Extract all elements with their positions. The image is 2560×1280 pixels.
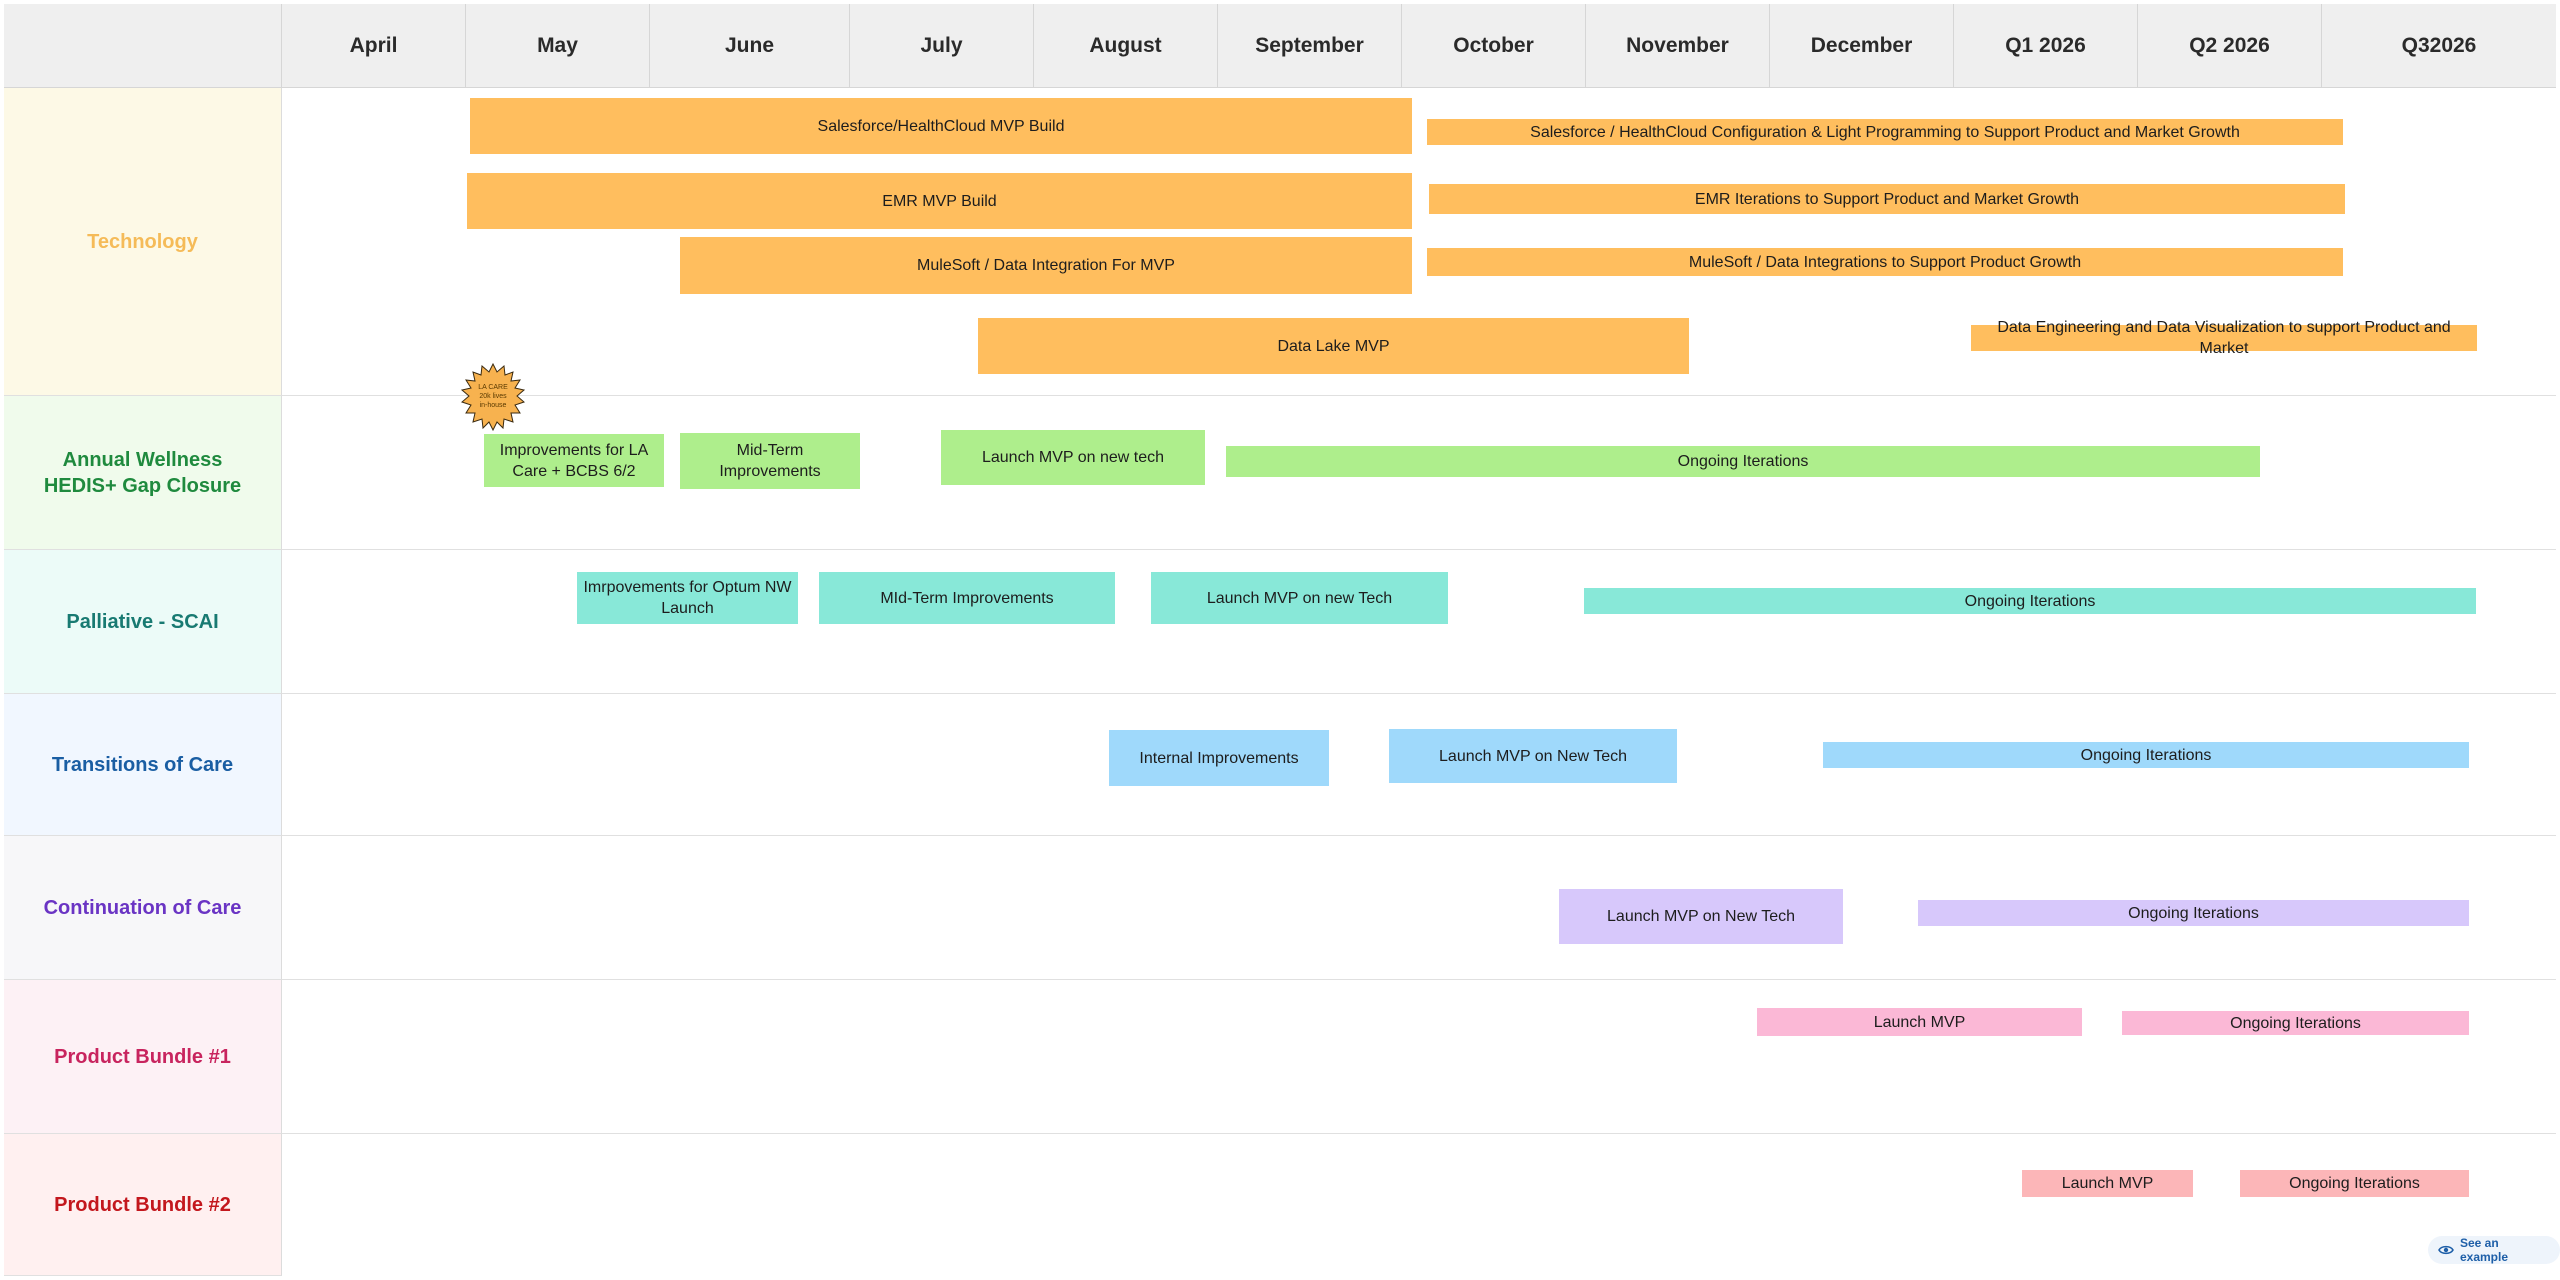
month-header-q2-2026: Q2 2026	[2138, 4, 2322, 88]
la-care-starburst-badge: LA CARE 20k lives in-house	[458, 362, 528, 432]
lane-label-bundle-2: Product Bundle #2	[4, 1134, 282, 1276]
lane-label-bundle-1: Product Bundle #1	[4, 980, 282, 1134]
month-header-may: May	[466, 4, 650, 88]
bar-wellness-ongoing[interactable]: Ongoing Iterations	[1226, 446, 2260, 477]
bar-mulesoft-mvp[interactable]: MuleSoft / Data Integration For MVP	[680, 237, 1412, 294]
bar-transitions-launch[interactable]: Launch MVP on New Tech	[1389, 729, 1677, 783]
lane-label-annual-wellness: Annual Wellness HEDIS+ Gap Closure	[4, 396, 282, 550]
bar-transitions-internal[interactable]: Internal Improvements	[1109, 730, 1329, 786]
bar-continuation-launch[interactable]: Launch MVP on New Tech	[1559, 889, 1843, 944]
month-header-october: October	[1402, 4, 1586, 88]
bar-emr-iterations[interactable]: EMR Iterations to Support Product and Ma…	[1429, 184, 2345, 214]
bar-wellness-improvements[interactable]: Improvements for LA Care + BCBS 6/2	[484, 434, 664, 487]
month-header-june: June	[650, 4, 850, 88]
bar-palliative-improvements[interactable]: Imrpovements for Optum NW Launch	[577, 572, 798, 624]
bar-wellness-mid-term[interactable]: Mid-Term Improvements	[680, 433, 860, 489]
bar-emr-mvp[interactable]: EMR MVP Build	[467, 173, 1412, 229]
bar-wellness-launch[interactable]: Launch MVP on new tech	[941, 430, 1205, 485]
bar-transitions-ongoing[interactable]: Ongoing Iterations	[1823, 742, 2469, 768]
month-header-november: November	[1586, 4, 1770, 88]
bar-mulesoft-growth[interactable]: MuleSoft / Data Integrations to Support …	[1427, 248, 2343, 276]
lane-label-transitions: Transitions of Care	[4, 694, 282, 836]
starburst-icon	[460, 362, 526, 432]
lane-label-continuation: Continuation of Care	[4, 836, 282, 980]
see-example-label: See an example	[2459, 1236, 2509, 1264]
bar-data-lake[interactable]: Data Lake MVP	[978, 318, 1689, 374]
bar-data-engineering[interactable]: Data Engineering and Data Visualization …	[1971, 319, 2477, 357]
bar-bundle2-launch[interactable]: Launch MVP	[2022, 1170, 2193, 1197]
month-header-q3-2026: Q32026	[2322, 4, 2556, 88]
header-corner	[4, 4, 282, 88]
month-header-april: April	[282, 4, 466, 88]
bar-bundle1-launch[interactable]: Launch MVP	[1757, 1008, 2082, 1036]
bar-continuation-ongoing[interactable]: Ongoing Iterations	[1918, 900, 2469, 926]
see-example-button[interactable]: See an example	[2428, 1236, 2560, 1264]
lane-body-bundle-2	[282, 1134, 2556, 1276]
month-header-august: August	[1034, 4, 1218, 88]
bar-salesforce-config[interactable]: Salesforce / HealthCloud Configuration &…	[1427, 119, 2343, 145]
bar-salesforce-mvp[interactable]: Salesforce/HealthCloud MVP Build	[470, 98, 1412, 154]
bar-bundle2-ongoing[interactable]: Ongoing Iterations	[2240, 1170, 2469, 1197]
badge-text: LA CARE 20k lives in-house	[478, 384, 508, 409]
bar-palliative-mid-term[interactable]: MId-Term Improvements	[819, 572, 1115, 624]
month-header-december: December	[1770, 4, 1954, 88]
eye-icon	[2438, 1245, 2454, 1255]
bar-bundle1-ongoing[interactable]: Ongoing Iterations	[2122, 1011, 2469, 1035]
lane-label-palliative: Palliative - SCAI	[4, 550, 282, 694]
month-header-september: September	[1218, 4, 1402, 88]
bar-palliative-launch[interactable]: Launch MVP on new Tech	[1151, 572, 1448, 624]
lane-label-technology: Technology	[4, 88, 282, 396]
month-header-q1-2026: Q1 2026	[1954, 4, 2138, 88]
lane-body-bundle-1	[282, 980, 2556, 1134]
bar-palliative-ongoing[interactable]: Ongoing Iterations	[1584, 588, 2476, 614]
month-header-july: July	[850, 4, 1034, 88]
